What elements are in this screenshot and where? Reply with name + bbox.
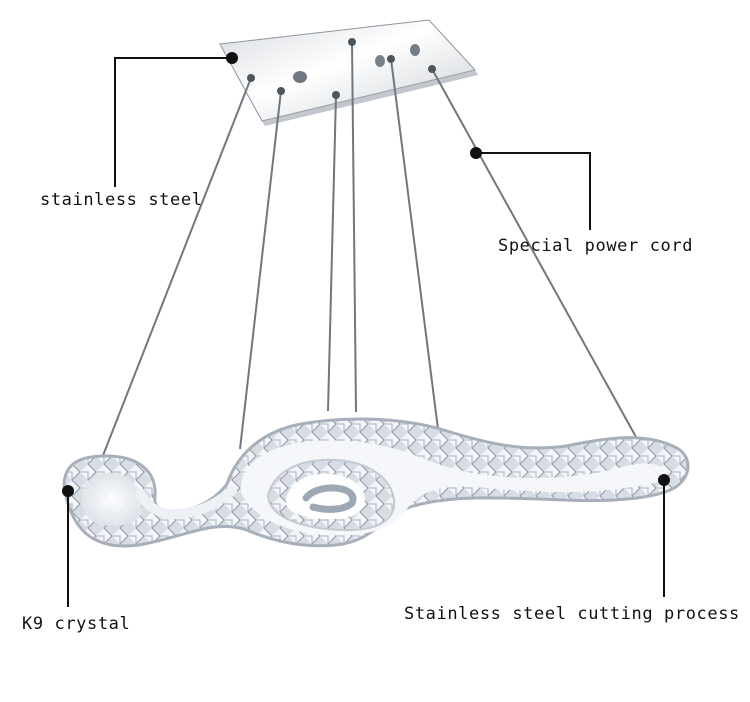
callout-lines [67, 57, 665, 607]
callout-special-power-cord: Special power cord [498, 236, 694, 256]
ceiling-plate [219, 19, 478, 126]
callout-cutting-process: Stainless steel cutting process [404, 604, 740, 624]
cable-clamps [247, 38, 436, 99]
suspension-cables [101, 41, 637, 459]
callout-k9-crystal: K9 crystal [22, 614, 131, 634]
callout-stainless-steel: stainless steel [40, 190, 203, 210]
callout-markers [62, 52, 670, 497]
crystal-lamp-body [62, 417, 690, 548]
